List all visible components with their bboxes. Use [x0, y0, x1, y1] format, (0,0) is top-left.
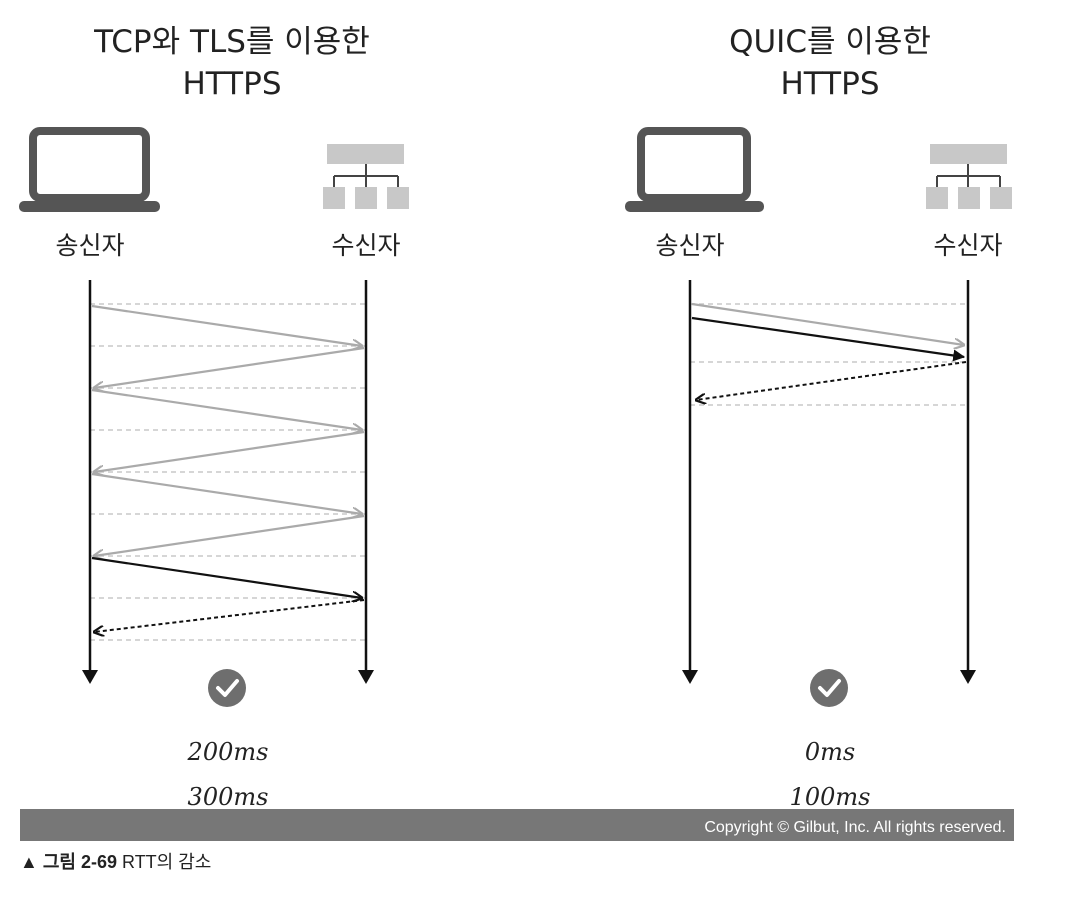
caption-text: RTT의 감소 [122, 852, 212, 872]
request-arrow [691, 316, 966, 362]
check-circle-icon [810, 669, 848, 707]
receiver-timeline-arrowhead [960, 670, 976, 684]
panel-quic: QUIC를 이용한 HTTPS 송신자 수신자 [625, 24, 1012, 811]
handshake-arrow [94, 430, 365, 472]
laptop-icon [19, 127, 160, 212]
panel-tcp-tls: TCP와 TLS를 이용한 HTTPS 송신자 수신자 [19, 24, 409, 811]
rtt-time-top: 0ms [805, 738, 855, 766]
response-arrow [94, 599, 365, 632]
sender-label: 송신자 [55, 231, 124, 260]
handshake-arrow [94, 514, 365, 556]
sender-timeline-arrowhead [682, 670, 698, 684]
rtt-time-top: 200ms [187, 738, 269, 766]
request-arrow [91, 556, 362, 598]
rtt-time-bottom: 100ms [790, 783, 871, 811]
figure-label: 그림 2-69 [42, 852, 117, 872]
server-network-icon [323, 144, 409, 209]
laptop-icon [625, 127, 764, 212]
handshake-arrow [691, 302, 964, 345]
caption-marker: ▲ [20, 852, 38, 872]
server-network-icon [926, 144, 1012, 209]
handshake-arrow [94, 346, 365, 388]
handshake-arrow [91, 472, 362, 514]
receiver-label: 수신자 [331, 231, 400, 260]
receiver-timeline-arrowhead [358, 670, 374, 684]
sender-label: 송신자 [655, 231, 724, 260]
handshake-messages [91, 304, 365, 556]
figure-caption: ▲ 그림 2-69 RTT의 감소 [20, 848, 211, 874]
copyright-text: Copyright © Gilbut, Inc. All rights rese… [704, 819, 1006, 836]
panel-title-line2: HTTPS [780, 66, 879, 102]
timing-guide-lines [90, 303, 366, 641]
timing-guide-lines [690, 303, 968, 406]
copyright-bar [20, 809, 1014, 841]
check-circle-icon [208, 669, 246, 707]
handshake-arrow [91, 304, 362, 346]
panel-title-line2: HTTPS [182, 66, 281, 102]
receiver-label: 수신자 [933, 231, 1002, 260]
sender-timeline-arrowhead [82, 670, 98, 684]
handshake-arrow [91, 388, 362, 430]
rtt-time-bottom: 300ms [188, 783, 269, 811]
panel-title-line1: QUIC를 이용한 [729, 24, 931, 60]
response-arrow [696, 361, 967, 400]
panel-title-line1: TCP와 TLS를 이용한 [93, 24, 370, 60]
